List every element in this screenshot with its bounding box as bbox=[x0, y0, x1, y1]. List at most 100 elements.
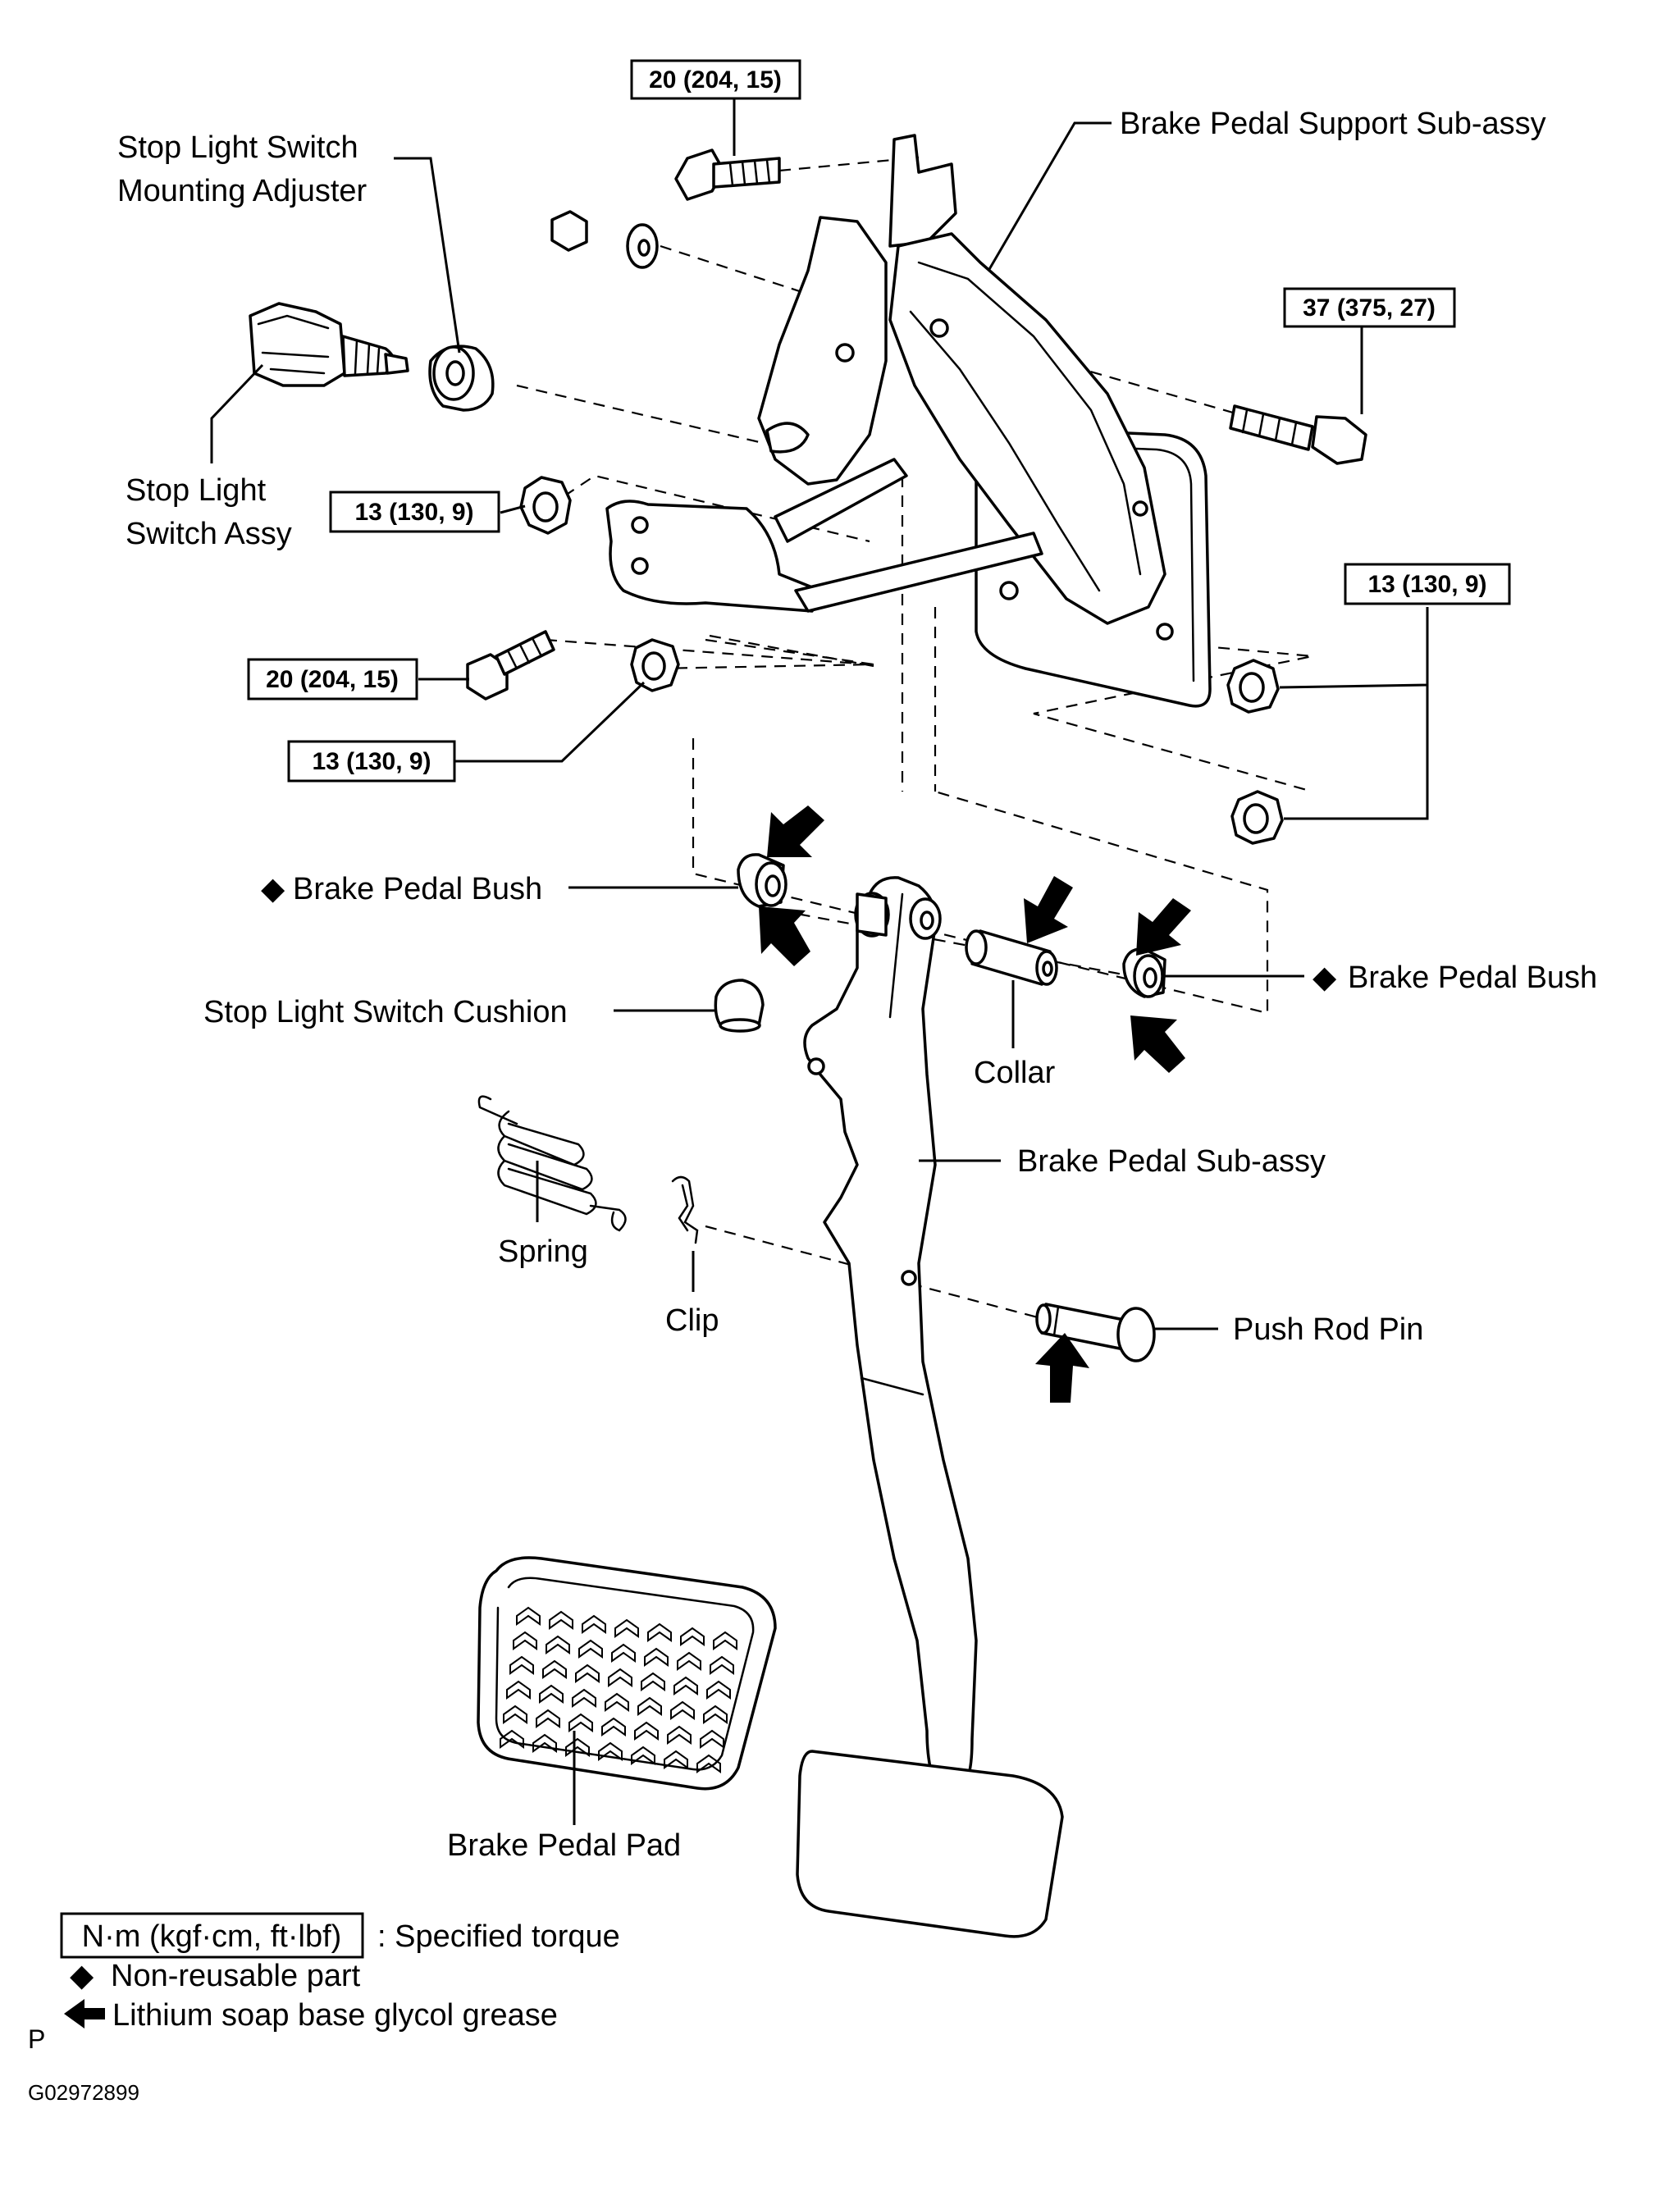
label-collar: Collar bbox=[974, 1056, 1056, 1090]
pad-chevron bbox=[637, 1696, 662, 1716]
svg-text:13 (130, 9): 13 (130, 9) bbox=[354, 499, 473, 526]
bolt-left-lower bbox=[466, 630, 555, 701]
legend-grease: Lithium soap base glycol grease bbox=[112, 1998, 558, 2033]
right-bolt bbox=[1229, 404, 1367, 465]
grease-arrow-icon bbox=[1024, 876, 1073, 943]
pad-chevron bbox=[700, 1729, 724, 1749]
grease-arrow-icon bbox=[1035, 1333, 1089, 1403]
pad-chevron bbox=[631, 1746, 655, 1765]
torque-box-left-bolt-lower: 20 (204, 15) bbox=[247, 658, 418, 701]
label-stop-light-switch-mounting-adjuster-line2: Mounting Adjuster bbox=[117, 174, 368, 208]
pad-chevron bbox=[670, 1700, 695, 1720]
pad-chevron bbox=[578, 1639, 603, 1659]
pad-chevron bbox=[664, 1750, 688, 1769]
pad-chevron bbox=[549, 1610, 573, 1630]
grease-arrow-icon bbox=[767, 805, 824, 857]
torque-box-left-nut-upper: 13 (130, 9) bbox=[329, 491, 500, 533]
pad-chevron bbox=[611, 1643, 636, 1663]
label-brake-pedal-support-sub-assy: Brake Pedal Support Sub-assy bbox=[1120, 107, 1546, 141]
label-brake-pedal-bush-left: Brake Pedal Bush bbox=[293, 872, 542, 906]
top-nut bbox=[550, 210, 588, 252]
pad-chevron bbox=[506, 1680, 531, 1700]
label-stop-light-switch-assy-line2: Switch Assy bbox=[126, 517, 292, 551]
grease-arrow-icon bbox=[759, 906, 810, 966]
pad-chevron bbox=[641, 1672, 665, 1691]
pad-chevron bbox=[605, 1692, 629, 1712]
label-clip: Clip bbox=[665, 1303, 719, 1338]
brake-pedal-arm bbox=[803, 876, 978, 1786]
pad-chevron bbox=[532, 1733, 557, 1753]
pad-chevron bbox=[572, 1688, 596, 1708]
figure-code: G02972899 bbox=[28, 2080, 139, 2105]
label-brake-pedal-bush-right: Brake Pedal Bush bbox=[1348, 961, 1597, 995]
legend: N·m (kgf·cm, ft·lbf) : Specified torque … bbox=[60, 1912, 620, 2033]
pad-chevron bbox=[614, 1618, 639, 1638]
brake-pedal-bush-right-part bbox=[1122, 947, 1166, 998]
pad-chevron bbox=[500, 1729, 524, 1749]
stop-light-switch-cushion-part bbox=[714, 979, 765, 1033]
torque-box-top-bolt: 20 (204, 15) bbox=[630, 59, 801, 100]
torque-box-right-bolt: 37 (375, 27) bbox=[1283, 287, 1456, 328]
non-reusable-diamond-icon: ◆ bbox=[261, 872, 285, 906]
pad-chevron bbox=[634, 1721, 659, 1741]
svg-text:37 (375, 27): 37 (375, 27) bbox=[1303, 294, 1436, 322]
grease-arrow-icon bbox=[1136, 898, 1191, 956]
pad-chevron bbox=[644, 1647, 669, 1667]
stop-light-switch bbox=[249, 302, 409, 387]
pad-chevron bbox=[575, 1663, 600, 1683]
pad-chevron bbox=[546, 1635, 570, 1654]
push-rod-pin-part bbox=[1035, 1303, 1156, 1362]
brake-pedal-support bbox=[605, 134, 1212, 708]
top-bolt bbox=[674, 148, 781, 201]
clip-part bbox=[671, 1175, 699, 1244]
svg-text:20 (204, 15): 20 (204, 15) bbox=[266, 666, 399, 693]
pad-chevron bbox=[601, 1717, 626, 1736]
pad-chevron bbox=[680, 1627, 705, 1646]
collar-part bbox=[965, 929, 1058, 986]
pad-chevron bbox=[713, 1631, 737, 1650]
grease-arrow-icon bbox=[1130, 1015, 1185, 1073]
torque-box-right-nuts: 13 (130, 9) bbox=[1344, 563, 1511, 605]
non-reusable-diamond-icon: ◆ bbox=[70, 1959, 94, 1993]
label-spring: Spring bbox=[498, 1234, 588, 1269]
pad-chevron bbox=[608, 1668, 632, 1687]
pad-chevron bbox=[673, 1676, 698, 1695]
torque-box-left-nut-lower: 13 (130, 9) bbox=[287, 740, 456, 783]
pad-chevron bbox=[647, 1622, 672, 1642]
legend-torque-unit: N·m (kgf·cm, ft·lbf) bbox=[82, 1919, 342, 1954]
nut-left-lower bbox=[630, 638, 680, 692]
label-push-rod-pin: Push Rod Pin bbox=[1233, 1312, 1423, 1347]
grease-arrow-icon bbox=[64, 1999, 105, 2029]
legend-torque-desc: : Specified torque bbox=[377, 1919, 620, 1954]
pad-chevron bbox=[509, 1655, 534, 1675]
nut-left-upper bbox=[519, 476, 572, 535]
pad-chevron bbox=[582, 1614, 606, 1634]
svg-text:13 (130, 9): 13 (130, 9) bbox=[1367, 571, 1486, 598]
label-stop-light-switch-assy-line1: Stop Light bbox=[126, 473, 267, 508]
label-stop-light-switch-mounting-adjuster-line1: Stop Light Switch bbox=[117, 130, 358, 165]
pad-chevron bbox=[565, 1737, 590, 1757]
non-reusable-diamond-icon: ◆ bbox=[1312, 961, 1337, 995]
pad-chevron bbox=[542, 1659, 567, 1679]
svg-text:13 (130, 9): 13 (130, 9) bbox=[312, 748, 431, 775]
pad-chevron bbox=[667, 1725, 692, 1745]
pad-chevron bbox=[706, 1680, 731, 1700]
top-washer bbox=[626, 223, 659, 269]
pad-chevron bbox=[503, 1705, 527, 1724]
nut-right-upper bbox=[1226, 659, 1280, 714]
nut-right-lower bbox=[1230, 790, 1284, 845]
pad-chevron-pattern bbox=[500, 1606, 737, 1773]
label-stop-light-switch-cushion: Stop Light Switch Cushion bbox=[203, 995, 568, 1029]
pad-chevron bbox=[703, 1705, 728, 1724]
pad-chevron bbox=[568, 1713, 593, 1732]
brake-pedal-bush-left-part bbox=[737, 853, 788, 908]
pad-chevron bbox=[710, 1655, 734, 1675]
pad-chevron bbox=[539, 1684, 564, 1704]
pad-chevron bbox=[696, 1754, 721, 1773]
corner-mark: P bbox=[28, 2024, 45, 2054]
pad-chevron bbox=[598, 1741, 623, 1761]
pad-chevron bbox=[677, 1651, 701, 1671]
pad-chevron bbox=[513, 1631, 537, 1650]
svg-text:20 (204, 15): 20 (204, 15) bbox=[649, 66, 782, 94]
